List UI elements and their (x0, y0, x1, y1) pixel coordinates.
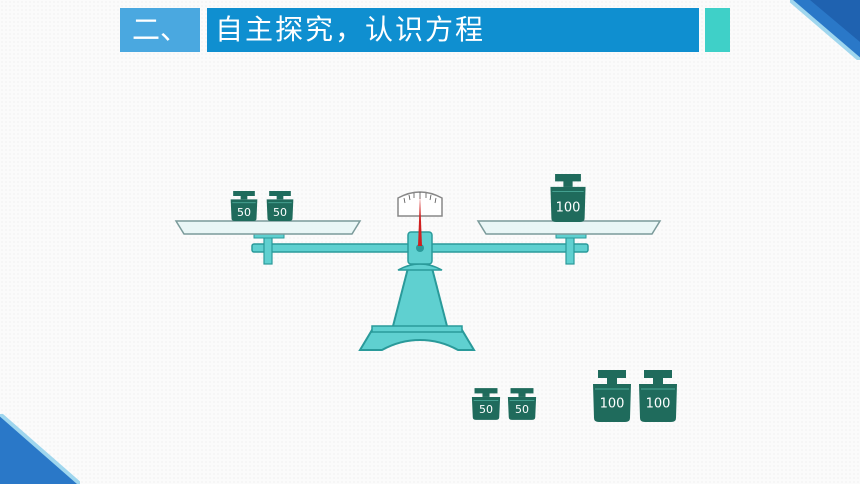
weight-loose-large-1: 100 (592, 370, 632, 422)
weight-loose-small-2: 50 (507, 387, 537, 421)
svg-text:100: 100 (600, 397, 625, 412)
corner-decoration-top-right (790, 0, 860, 60)
svg-text:50: 50 (237, 206, 251, 219)
corner-decoration-bottom-left (0, 414, 80, 484)
left-pan (174, 220, 362, 239)
svg-text:50: 50 (273, 206, 287, 219)
weight-left-1: 50 (230, 191, 258, 221)
svg-text:100: 100 (556, 201, 581, 216)
svg-text:50: 50 (479, 403, 493, 416)
weight-loose-large-2: 100 (638, 370, 678, 422)
svg-text:50: 50 (515, 403, 529, 416)
page-title: 自主探究，认识方程 (207, 8, 699, 52)
header-accent-block (705, 8, 730, 52)
balance-needle (418, 196, 422, 246)
right-pan (476, 220, 662, 239)
scale-base (358, 267, 476, 351)
svg-text:100: 100 (646, 397, 671, 412)
weight-right-1: 100 (549, 174, 587, 222)
weight-loose-small-1: 50 (471, 387, 501, 421)
section-number: 二、 (120, 8, 200, 52)
weight-left-2: 50 (266, 191, 294, 221)
